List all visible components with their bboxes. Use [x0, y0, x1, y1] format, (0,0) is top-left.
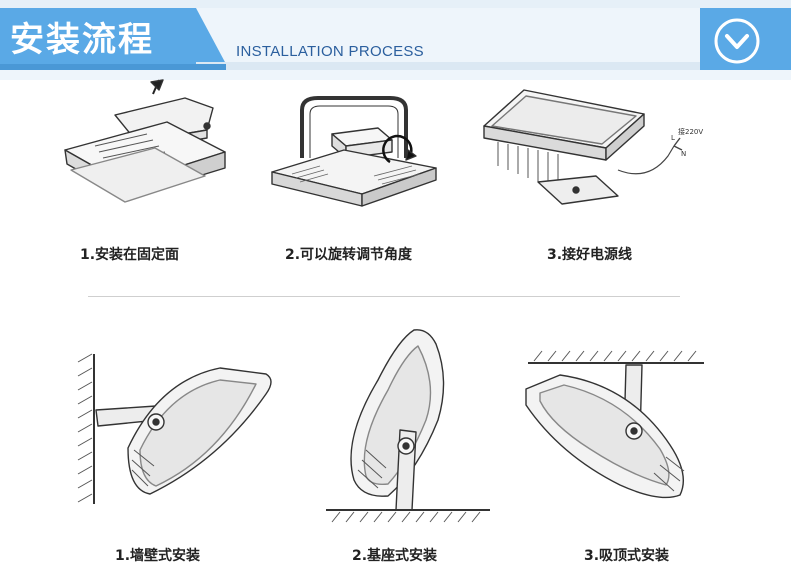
caption-ceiling-mount: 3.吸顶式安装 — [584, 548, 670, 564]
header: 安装流程 INSTALLATION PROCESS — [0, 0, 791, 80]
power-wire-illustration: 接220V L N — [483, 89, 703, 205]
rotate-angle-illustration — [271, 96, 437, 207]
caption-base-mount: 2.基座式安装 — [352, 548, 438, 564]
ceiling-mount-illustration — [525, 350, 704, 499]
caption-step-1: 1.安装在固定面 — [80, 247, 180, 263]
page-title: 安装流程 — [10, 20, 154, 60]
header-banner — [0, 0, 791, 80]
chevron-down-icon — [714, 18, 760, 64]
page-subtitle: INSTALLATION PROCESS — [236, 43, 424, 60]
mount-surface-illustration — [64, 79, 226, 203]
caption-step-3: 3.接好电源线 — [547, 247, 633, 263]
base-mount-illustration — [326, 329, 490, 523]
wire-live-label: L — [671, 134, 675, 142]
caption-step-2: 2.可以旋转调节角度 — [285, 247, 413, 263]
caption-wall-mount: 1.墙壁式安装 — [115, 548, 201, 564]
section-divider — [88, 296, 680, 297]
wire-voltage-label: 接220V — [678, 127, 703, 136]
wire-neutral-label: N — [681, 150, 686, 158]
wall-mount-illustration — [77, 353, 272, 504]
